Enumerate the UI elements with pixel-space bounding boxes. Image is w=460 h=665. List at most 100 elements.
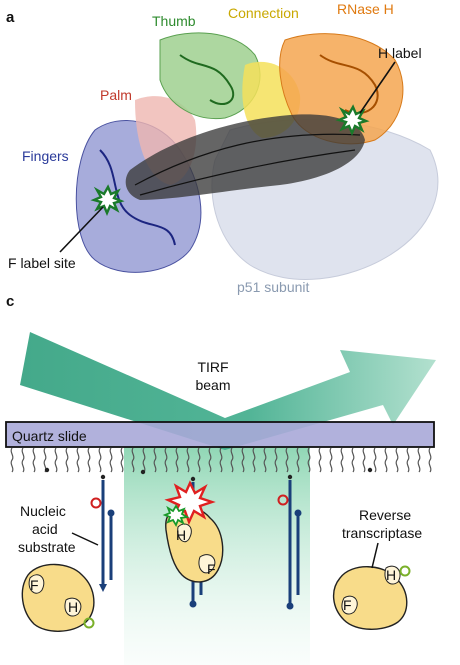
quartz-slide-label: Quartz slide [12, 428, 87, 444]
thumb-label: Thumb [152, 13, 196, 29]
nucleic-acid-strands [134, 133, 361, 196]
fingers-ribbon [99, 149, 176, 246]
rt-label-line1: Reverse [359, 507, 411, 523]
substrate-center: H F [162, 480, 224, 608]
brush-strand [395, 447, 399, 473]
brush-strand [274, 447, 278, 473]
strand-end-dot [286, 602, 294, 610]
brush-strand [296, 447, 300, 473]
brush-strand [406, 447, 410, 473]
h-domain-pocket [177, 523, 192, 543]
anchor-dot [44, 467, 50, 473]
brush-strand [76, 447, 80, 473]
h-domain-pocket [384, 565, 401, 585]
rt-label-line2: transcriptase [342, 525, 422, 541]
rt-label-pointer [371, 542, 379, 569]
acceptor-label-icon [277, 494, 289, 506]
brush-strand [32, 447, 36, 473]
quartz-slide [5, 421, 435, 448]
brush-strand [186, 447, 190, 473]
donor-star-icon [162, 504, 190, 528]
brush-strand [340, 447, 344, 473]
tirf-beam-label-line2: beam [195, 377, 230, 393]
panel-c-letter: c [6, 293, 14, 310]
bound-enzyme-f: F [207, 561, 216, 577]
brush-strand [87, 447, 91, 473]
connection-label: Connection [228, 5, 299, 21]
nucleic-label-line3: substrate [18, 539, 76, 555]
brush-strand [98, 447, 102, 473]
brush-strand [329, 447, 333, 473]
free-enzyme-left: F H [21, 563, 95, 632]
brush-strand [373, 447, 377, 473]
brush-strand [230, 447, 234, 473]
f-domain-pocket [198, 554, 216, 574]
brush-strand [362, 447, 366, 473]
brush-strand [10, 447, 14, 473]
brush-strand [54, 447, 58, 473]
tirf-beam-label-line1: TIRF [197, 359, 228, 375]
surface-anchors [44, 467, 373, 482]
h-domain-pocket [64, 597, 82, 617]
h-label-text: H label [378, 45, 422, 61]
nucleic-acid-duplex [125, 114, 366, 200]
panel-a-letter: a [6, 9, 15, 26]
bound-enzyme-h: H [176, 527, 186, 543]
anchor-dot [100, 474, 106, 480]
h-label-star-icon [335, 104, 370, 137]
palm-label: Palm [100, 87, 132, 103]
surface-brush [10, 447, 432, 473]
anchor-dot [367, 467, 373, 473]
free-enzyme-right-f: F [343, 597, 352, 613]
primer-end-dot [294, 509, 302, 517]
brush-strand [384, 447, 388, 473]
f-label-pointer [59, 206, 104, 253]
f-label-star-icon [90, 184, 125, 217]
donor-label-icon [83, 617, 95, 629]
brush-strand [197, 447, 201, 473]
acceptor-label-icon [90, 497, 102, 509]
brush-strand [175, 447, 179, 473]
brush-strand [164, 447, 168, 473]
brush-strand [109, 447, 113, 473]
thumb-ribbon [179, 54, 235, 105]
brush-strand [263, 447, 267, 473]
brush-strand [65, 447, 69, 473]
enzyme-body [21, 563, 95, 632]
brush-strand [285, 447, 289, 473]
brush-strand [120, 447, 124, 473]
brush-strand [219, 447, 223, 473]
anchor-dot [190, 476, 196, 482]
brush-strand [428, 447, 432, 473]
brush-strand [351, 447, 355, 473]
brush-strand [307, 447, 311, 473]
brush-strand [153, 447, 157, 473]
free-enzyme-right: H F [333, 565, 411, 630]
f-domain-pocket [341, 595, 358, 615]
nucleic-label-pointer [71, 532, 99, 546]
nucleic-label-line2: acid [32, 521, 58, 537]
brush-strand [417, 447, 421, 473]
panel-c: c TIRF beam Quartz slide [5, 293, 436, 665]
brush-strand [21, 447, 25, 473]
brush-strand [142, 447, 146, 473]
brush-strand [241, 447, 245, 473]
panel-a: a Thumb Connection RNase H H label Palm … [6, 1, 439, 295]
free-enzyme-left-h: H [68, 599, 78, 615]
anchor-dot [287, 474, 293, 480]
brush-strand [208, 447, 212, 473]
brush-strand [318, 447, 322, 473]
f-label-site-text: F label site [8, 255, 76, 271]
substrate-left [90, 480, 115, 592]
strand-arrowhead-icon [99, 584, 107, 592]
brush-strand [252, 447, 256, 473]
h-label-pointer [359, 61, 396, 114]
primer-end-dot [107, 509, 115, 517]
free-enzyme-right-h: H [386, 567, 396, 583]
substrate-right [277, 480, 302, 610]
donor-label-icon [399, 565, 411, 577]
free-enzyme-left-f: F [30, 577, 39, 593]
nucleic-label-line1: Nucleic [20, 503, 66, 519]
fingers-label: Fingers [22, 148, 69, 164]
